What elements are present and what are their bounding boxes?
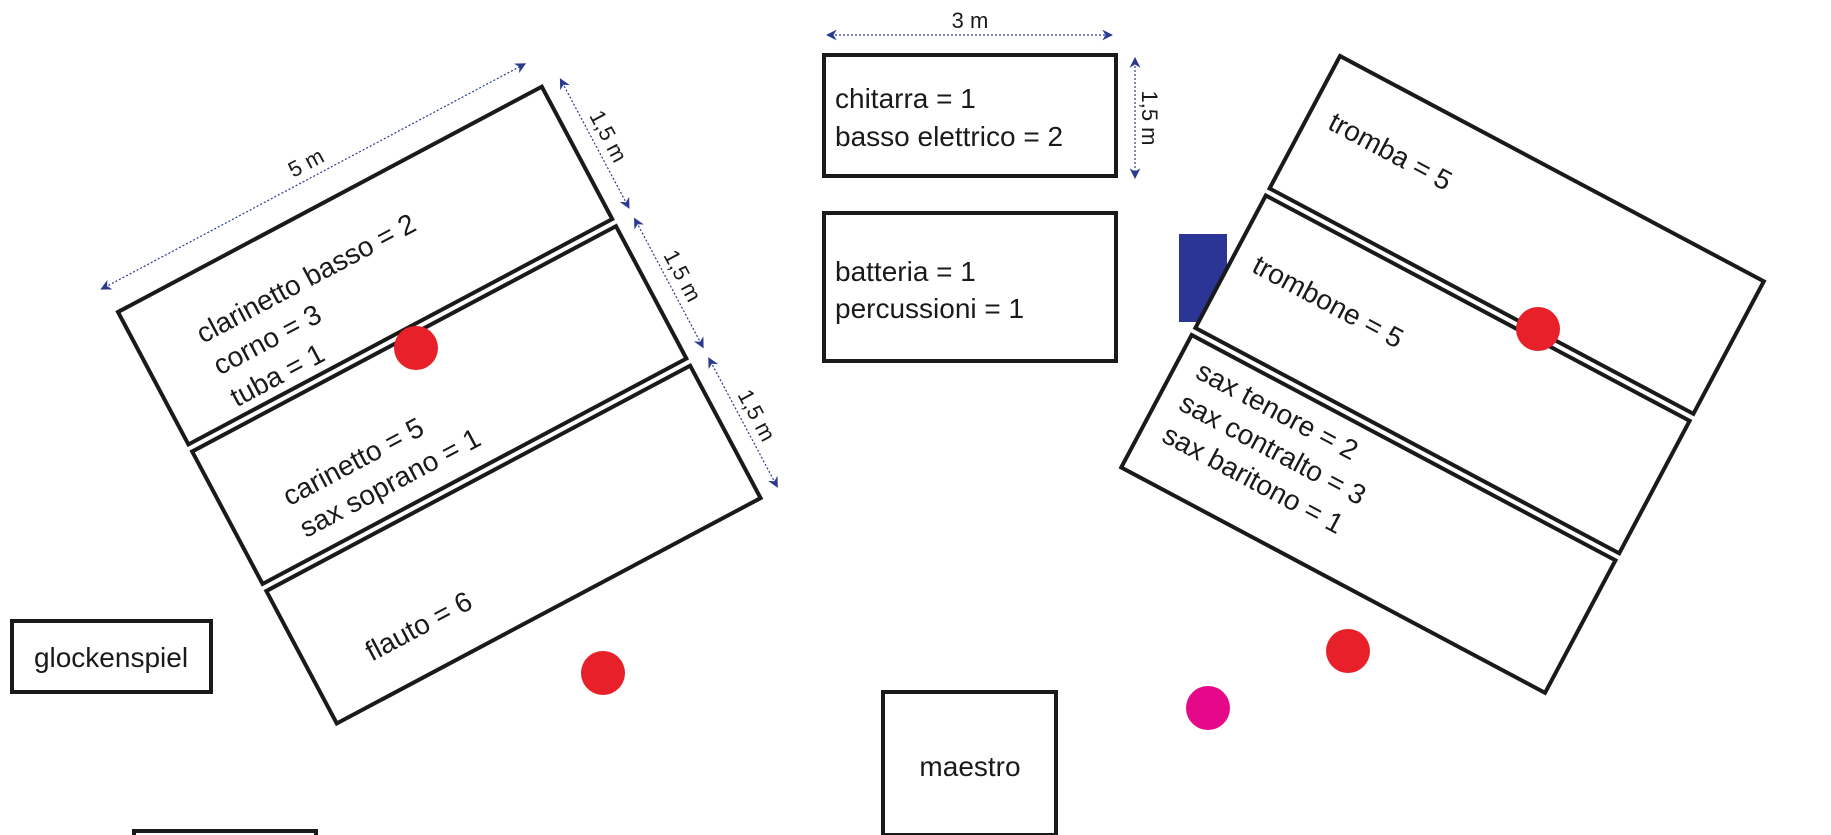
basso-elettrico-label: basso elettrico = 2 bbox=[835, 121, 1063, 152]
glockenspiel-label: glockenspiel bbox=[34, 642, 188, 673]
row2-dimension-label: 1,5 m bbox=[659, 246, 707, 306]
left-wing: clarinetto basso = 2 corno = 3 tuba = 1 … bbox=[100, 63, 781, 727]
magenta-dot bbox=[1186, 686, 1230, 730]
chitarra-label: chitarra = 1 bbox=[835, 83, 976, 114]
length-dimension-label: 5 m bbox=[284, 143, 328, 182]
red-dot-left-upper bbox=[394, 326, 438, 370]
row1-arrow bbox=[559, 78, 630, 209]
red-dot-right-lower bbox=[1326, 629, 1370, 673]
maestro-section: maestro bbox=[881, 690, 1058, 835]
chitarra-section: chitarra = 1 basso elettrico = 2 bbox=[822, 53, 1118, 178]
batteria-section: batteria = 1 percussioni = 1 bbox=[822, 211, 1118, 363]
batteria-label: batteria = 1 bbox=[835, 256, 976, 287]
width-dimension-top: 3 m bbox=[825, 8, 1114, 41]
length-arrow bbox=[100, 63, 527, 290]
row3-dimension-label: 1,5 m bbox=[733, 385, 781, 445]
maestro-label: maestro bbox=[919, 751, 1020, 782]
partial-box-bottom-left bbox=[132, 829, 318, 835]
right-wing: tromba = 5 trombone = 5 sax tenore = 2 s… bbox=[1118, 53, 1767, 696]
row3-arrow bbox=[708, 357, 778, 488]
percussioni-label: percussioni = 1 bbox=[835, 293, 1024, 324]
trombone-section: trombone = 5 bbox=[1192, 192, 1693, 556]
flauto-section: flauto = 6 bbox=[263, 362, 764, 727]
row1-dimension-label: 1,5 m bbox=[584, 106, 632, 166]
red-dot-left-lower bbox=[581, 651, 625, 695]
width-dimension-label: 3 m bbox=[952, 8, 989, 33]
tromba-section: tromba = 5 bbox=[1266, 53, 1767, 417]
red-dot-right-upper bbox=[1516, 307, 1560, 351]
row2-arrow bbox=[634, 217, 704, 349]
height-dimension-label: 1,5 m bbox=[1137, 90, 1162, 145]
glockenspiel-section: glockenspiel bbox=[10, 619, 213, 694]
height-dimension-top: 1,5 m bbox=[1129, 56, 1162, 180]
